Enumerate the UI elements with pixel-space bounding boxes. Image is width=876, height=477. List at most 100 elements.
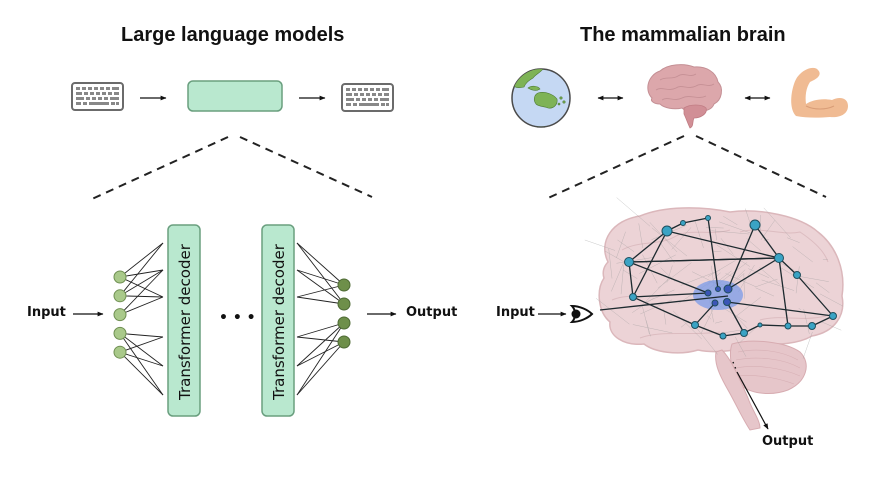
output-node: [337, 335, 351, 349]
zoom-dashed-line: [239, 136, 373, 198]
network-node: [705, 215, 711, 221]
network-edge: [628, 230, 668, 263]
mesh-line: [694, 219, 704, 248]
input-node: [113, 308, 127, 322]
network-node: [793, 271, 801, 279]
mesh-line: [720, 238, 734, 255]
network-edge: [694, 324, 724, 337]
mesh-line: [759, 267, 780, 285]
core-node: [711, 299, 719, 307]
network-node: [784, 322, 792, 330]
network-node: [691, 321, 699, 329]
eye-icon: [569, 304, 594, 324]
brain-input-label: Input: [496, 305, 535, 320]
zoom-dashed-line: [91, 136, 229, 200]
mesh-line: [616, 231, 626, 259]
network-node: [629, 293, 637, 301]
brain-title: The mammalian brain: [580, 24, 786, 46]
core-node: [723, 298, 731, 306]
mesh-line: [716, 244, 751, 267]
network-nodes: [624, 215, 837, 340]
output-node: [337, 297, 351, 311]
output-edge: [296, 269, 345, 305]
brain-output-label: Output: [762, 434, 814, 449]
mesh-line: [755, 287, 775, 297]
mesh-line: [723, 216, 738, 226]
network-node: [740, 329, 748, 337]
mesh-line: [763, 207, 791, 239]
output-edge: [296, 322, 345, 396]
output-edges: [296, 242, 345, 396]
input-edge: [119, 333, 164, 367]
mesh-line: [725, 273, 757, 288]
input-node: [113, 345, 127, 359]
output-edge: [296, 269, 345, 286]
mesh-line: [821, 321, 842, 331]
output-edge: [296, 322, 345, 367]
flexed-bicep-icon: [791, 67, 848, 118]
network-edge: [727, 257, 780, 290]
mesh-line: [680, 269, 721, 286]
output-edge: [296, 242, 345, 286]
network-node: [749, 219, 761, 231]
input-edge: [119, 336, 164, 353]
mesh-line: [815, 282, 830, 293]
core-node: [704, 289, 712, 297]
output-edge: [296, 341, 345, 367]
llm-box: [187, 80, 283, 112]
input-edge: [119, 333, 164, 396]
transformer-decoder-label-1: Transformer decoder: [176, 243, 194, 401]
output-edge: [296, 242, 345, 305]
mesh-line: [733, 296, 761, 319]
llm-title: Large language models: [121, 24, 345, 46]
core-node: [715, 286, 721, 292]
input-node: [113, 289, 127, 303]
network-edge: [754, 224, 780, 259]
mesh-line: [787, 237, 800, 243]
mesh-line: [639, 254, 676, 274]
output-edge: [296, 341, 345, 396]
input-edge: [119, 242, 164, 297]
output-node: [337, 278, 351, 292]
mesh-line: [697, 328, 718, 355]
input-edges: [119, 242, 164, 396]
mesh-line: [803, 309, 810, 334]
mesh-line: [713, 250, 722, 252]
input-edge: [119, 351, 164, 396]
network-edge: [632, 292, 709, 298]
network-edge: [628, 261, 709, 294]
network-edge: [759, 324, 789, 327]
mesh-line: [651, 227, 688, 257]
network-edge: [666, 230, 780, 259]
mesh-line: [617, 239, 635, 252]
zoom-dashed-line: [545, 135, 685, 200]
network-node: [774, 253, 784, 263]
mesh-line: [642, 305, 650, 334]
globe-icon: [511, 68, 571, 128]
mesh-line: [642, 254, 658, 284]
input-signal-line: [599, 295, 729, 311]
mesh-line: [734, 336, 747, 357]
mesh-line: [802, 331, 813, 359]
network-edge: [694, 302, 716, 326]
llm-output-label: Output: [406, 305, 458, 320]
input-edge: [119, 332, 164, 338]
keyboard-icon: [341, 83, 394, 112]
network-edge: [726, 301, 745, 334]
input-nodes: [113, 270, 127, 359]
network-edge: [707, 217, 719, 290]
network-node: [624, 257, 634, 267]
mesh-line: [671, 227, 692, 250]
network-node: [808, 322, 816, 330]
network-edge: [628, 261, 634, 298]
network-edge: [796, 274, 834, 317]
mesh-line: [711, 230, 750, 235]
mesh-line: [632, 324, 673, 334]
mesh-line: [715, 321, 723, 324]
mesh-line: [743, 274, 745, 299]
network-node: [757, 322, 763, 328]
mesh-line: [748, 268, 770, 278]
output-nodes: [337, 278, 351, 349]
neural-mesh: [584, 197, 844, 359]
